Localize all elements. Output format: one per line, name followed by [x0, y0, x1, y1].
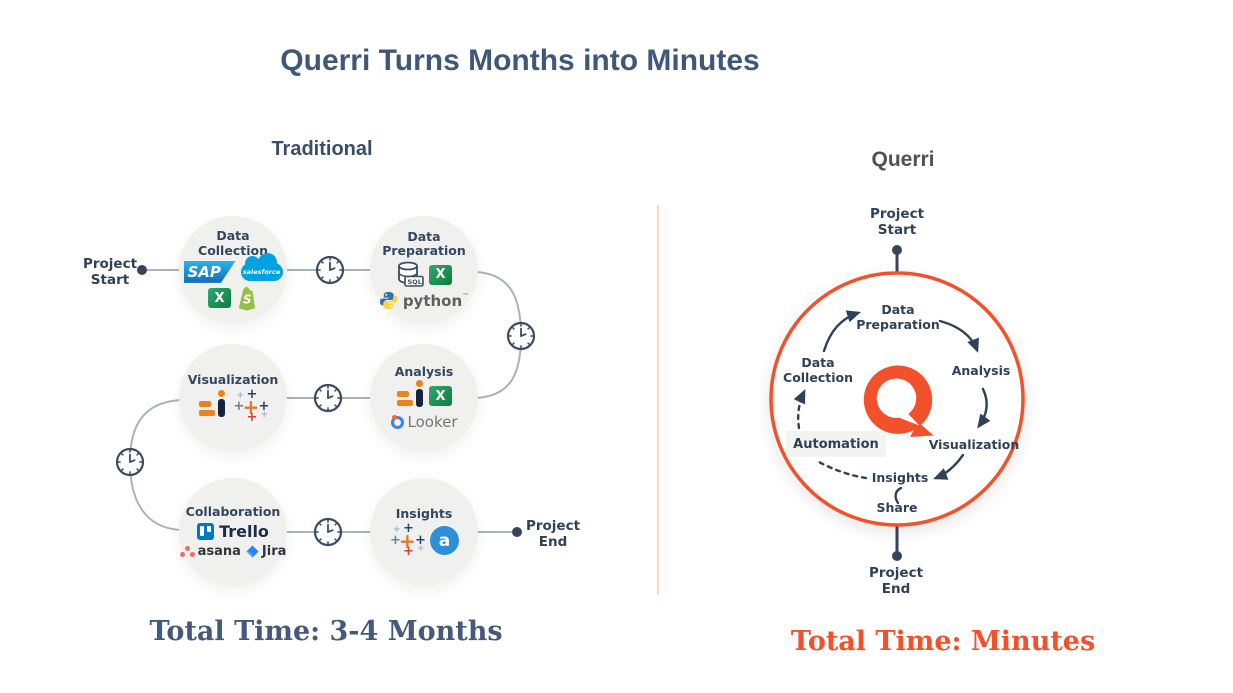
step-data-collection: Data Collection SAP salesforce X S	[179, 216, 287, 324]
querri-logo-icon	[863, 365, 934, 437]
python-logo-icon	[379, 292, 397, 310]
project-end-label-left: Project End	[525, 518, 581, 551]
page-title: Querri Turns Months into Minutes	[280, 44, 760, 77]
logo-row: python™	[379, 291, 469, 310]
sap-logo-icon: SAP	[183, 260, 236, 283]
step-label: Collaboration	[185, 503, 281, 519]
total-time-traditional: Total Time: 3-4 Months	[149, 616, 503, 647]
logo-row: SAP salesforce	[183, 252, 283, 283]
python-wordmark: python™	[403, 292, 469, 310]
traditional-heading: Traditional	[271, 138, 373, 160]
sql-database-icon: SQL	[398, 261, 424, 288]
logo-row: asana Jira	[179, 544, 286, 560]
cycle-label-automation: Automation	[786, 431, 886, 457]
shopify-logo-icon: S	[238, 286, 256, 311]
step-label: Visualization	[187, 372, 279, 388]
shopify-letter: S	[243, 292, 252, 306]
cycle-label-visualization: Visualization	[928, 437, 1020, 452]
step-label: Analysis	[394, 363, 454, 379]
cycle-label-insights: Insights	[871, 470, 929, 485]
step-insights: Insights ++ ++ ++ + a	[370, 478, 478, 586]
excel-logo-icon: X	[429, 264, 452, 285]
total-time-querri: Total Time: Minutes	[790, 626, 1096, 657]
jira-wordmark: Jira	[261, 544, 287, 560]
logo-row: X S	[208, 286, 258, 311]
step-label: Data Collection	[198, 228, 268, 258]
jira-logo: Jira	[246, 544, 286, 559]
trello-wordmark: Trello	[219, 522, 269, 542]
step-visualization: Visualization ++ ++ ++ +	[179, 344, 287, 452]
cycle-label-data-preparation: Data Preparation	[856, 302, 940, 332]
trello-logo: Trello	[197, 522, 269, 541]
amplitude-logo-icon: a	[430, 526, 459, 556]
step-data-preparation: Data Preparation SQL X python™	[370, 216, 478, 324]
looker-wordmark: Looker	[407, 413, 458, 432]
excel-logo-icon: X	[208, 288, 231, 309]
power-bi-logo-icon	[198, 389, 228, 422]
salesforce-wordmark: salesforce	[242, 267, 281, 276]
looker-logo-icon	[390, 414, 404, 429]
step-label: Insights	[395, 506, 453, 522]
tableau-logo-icon: ++ ++ ++ +	[390, 520, 426, 559]
logo-row: X	[396, 380, 452, 410]
excel-logo-icon: X	[429, 386, 452, 407]
tableau-logo-icon: ++ ++ ++ +	[233, 386, 270, 425]
logo-row: SQL X	[396, 261, 452, 288]
asana-wordmark: asana	[197, 544, 241, 560]
step-label: Data Preparation	[382, 228, 466, 258]
asana-logo-icon	[179, 546, 195, 558]
step-analysis: Analysis X Looker	[370, 344, 478, 452]
step-collaboration: Collaboration Trello asana Jira	[179, 478, 287, 586]
asana-logo: asana	[179, 544, 241, 560]
python-trademark: ™	[462, 291, 470, 300]
cycle-label-share: Share	[876, 500, 918, 515]
cycle-label-data-collection: Data Collection	[783, 355, 853, 385]
project-end-label-right: Project End	[868, 565, 924, 598]
logo-row: ++ ++ ++ + a	[389, 520, 459, 559]
power-bi-logo-icon	[396, 380, 424, 410]
trello-logo-icon	[197, 523, 215, 541]
querri-heading: Querri	[871, 148, 935, 171]
project-start-label-right: Project Start	[869, 206, 925, 239]
python-text: python	[402, 291, 463, 310]
column-divider	[657, 205, 659, 595]
looker-logo: Looker	[390, 413, 458, 432]
cycle-label-analysis: Analysis	[951, 363, 1011, 378]
project-start-label-left: Project Start	[82, 256, 138, 289]
sql-label: SQL	[408, 278, 422, 286]
jira-logo-icon	[246, 545, 259, 558]
salesforce-logo-icon: salesforce	[240, 252, 283, 281]
logo-row: ++ ++ ++ +	[198, 386, 270, 425]
